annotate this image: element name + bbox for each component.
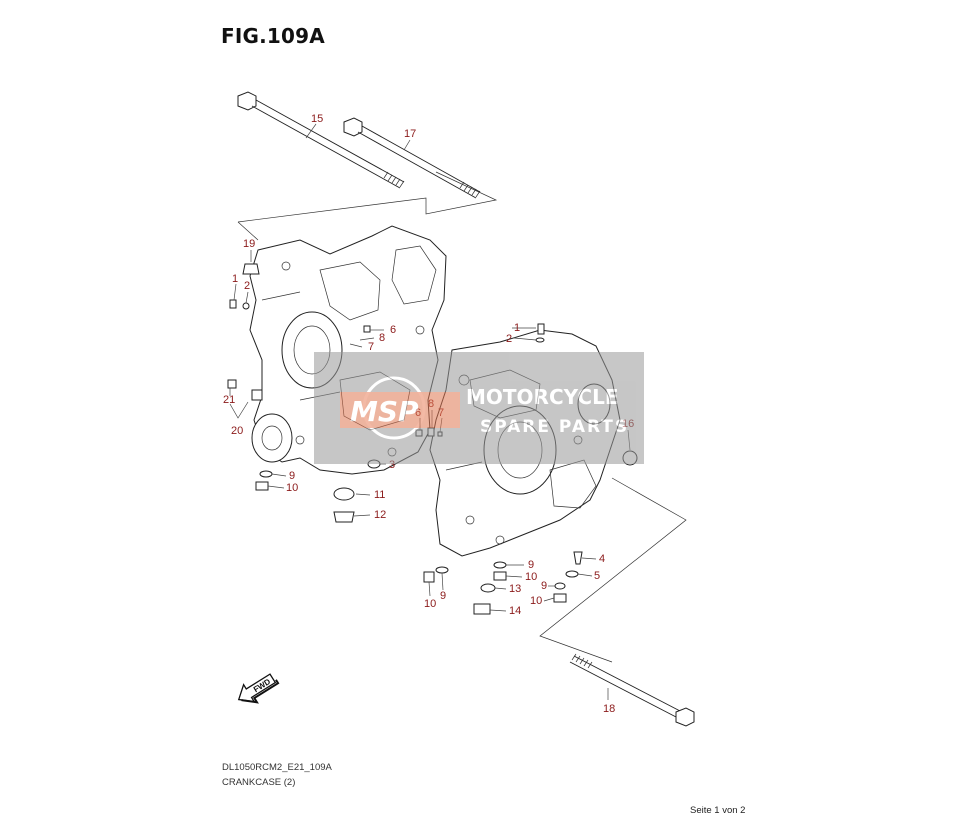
- callout-1: 1: [232, 273, 238, 285]
- washer-9-d[interactable]: [435, 566, 449, 574]
- oring-13[interactable]: [480, 583, 496, 593]
- callout-6: 6: [390, 324, 396, 336]
- washer-9-b[interactable]: [493, 561, 507, 569]
- washer-5[interactable]: [565, 570, 579, 578]
- watermark-logo-text: MSP: [350, 395, 419, 428]
- bolt-10-c[interactable]: [553, 593, 567, 603]
- pin-1-right[interactable]: [537, 323, 545, 335]
- callout-11: 11: [374, 489, 385, 501]
- pin-6-upper[interactable]: [363, 325, 371, 333]
- bolt-18[interactable]: [569, 653, 695, 727]
- plug-14[interactable]: [473, 603, 491, 615]
- callout-12: 12: [374, 509, 386, 521]
- bolt-17[interactable]: [343, 117, 481, 199]
- plug-12[interactable]: [333, 511, 355, 523]
- pin-1-left[interactable]: [229, 299, 237, 309]
- callout-13: 13: [509, 583, 521, 595]
- callout-8: 8: [379, 332, 385, 344]
- watermark-line1: MOTORCYCLE: [466, 385, 618, 409]
- callout-5: 5: [594, 570, 600, 582]
- callout-9: 9: [440, 590, 446, 602]
- callout-9: 9: [289, 470, 295, 482]
- washer-2-right[interactable]: [535, 337, 545, 343]
- figure-caption: CRANKCASE (2): [222, 777, 296, 788]
- bolt-15[interactable]: [237, 91, 405, 189]
- washer-9-c[interactable]: [554, 582, 566, 590]
- model-code: DL1050RCM2_E21_109A: [222, 762, 332, 773]
- page-indicator: Seite 1 von 2: [690, 805, 746, 816]
- cap-19[interactable]: [242, 263, 260, 275]
- bolt-21[interactable]: [227, 379, 237, 389]
- watermark: MSP MOTORCYCLE SPARE PARTS: [314, 352, 644, 464]
- watermark-line2: SPARE PARTS: [480, 417, 629, 437]
- callout-7: 7: [368, 341, 374, 353]
- bolt-10-left[interactable]: [255, 481, 269, 491]
- callout-21: 21: [223, 394, 235, 406]
- callout-15: 15: [311, 113, 323, 125]
- callout-2: 2: [506, 333, 512, 345]
- callout-9: 9: [528, 559, 534, 571]
- callout-20: 20: [231, 425, 243, 437]
- washer-9-left[interactable]: [259, 470, 273, 478]
- callout-10: 10: [424, 598, 436, 610]
- callout-2: 2: [244, 280, 250, 292]
- callout-3: 3: [389, 459, 395, 471]
- callout-18: 18: [603, 703, 615, 715]
- watermark-logo-icon: [362, 376, 426, 440]
- callout-10: 10: [525, 571, 537, 583]
- bolt-10-d[interactable]: [423, 571, 435, 583]
- callout-4: 4: [599, 553, 605, 565]
- callout-10: 10: [530, 595, 542, 607]
- callout-10: 10: [286, 482, 298, 494]
- callout-9: 9: [541, 580, 547, 592]
- figure-title: FIG.109A: [221, 24, 325, 48]
- callout-17: 17: [404, 128, 416, 140]
- sensor-4[interactable]: [573, 551, 583, 565]
- callout-19: 19: [243, 238, 255, 250]
- fitting-20[interactable]: [251, 389, 263, 401]
- callout-1: 1: [514, 322, 520, 334]
- bolt-10-b[interactable]: [493, 571, 507, 581]
- callout-14: 14: [509, 605, 521, 617]
- washer-2-left[interactable]: [242, 302, 250, 310]
- fwd-arrow-icon: FWD: [237, 673, 280, 704]
- oring-11[interactable]: [333, 487, 355, 501]
